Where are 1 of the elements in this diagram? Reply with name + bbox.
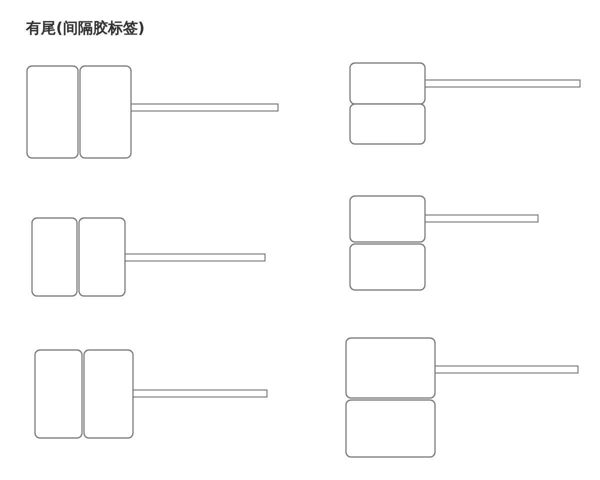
title-heading: 有尾(间隔胶标签) (26, 18, 145, 38)
